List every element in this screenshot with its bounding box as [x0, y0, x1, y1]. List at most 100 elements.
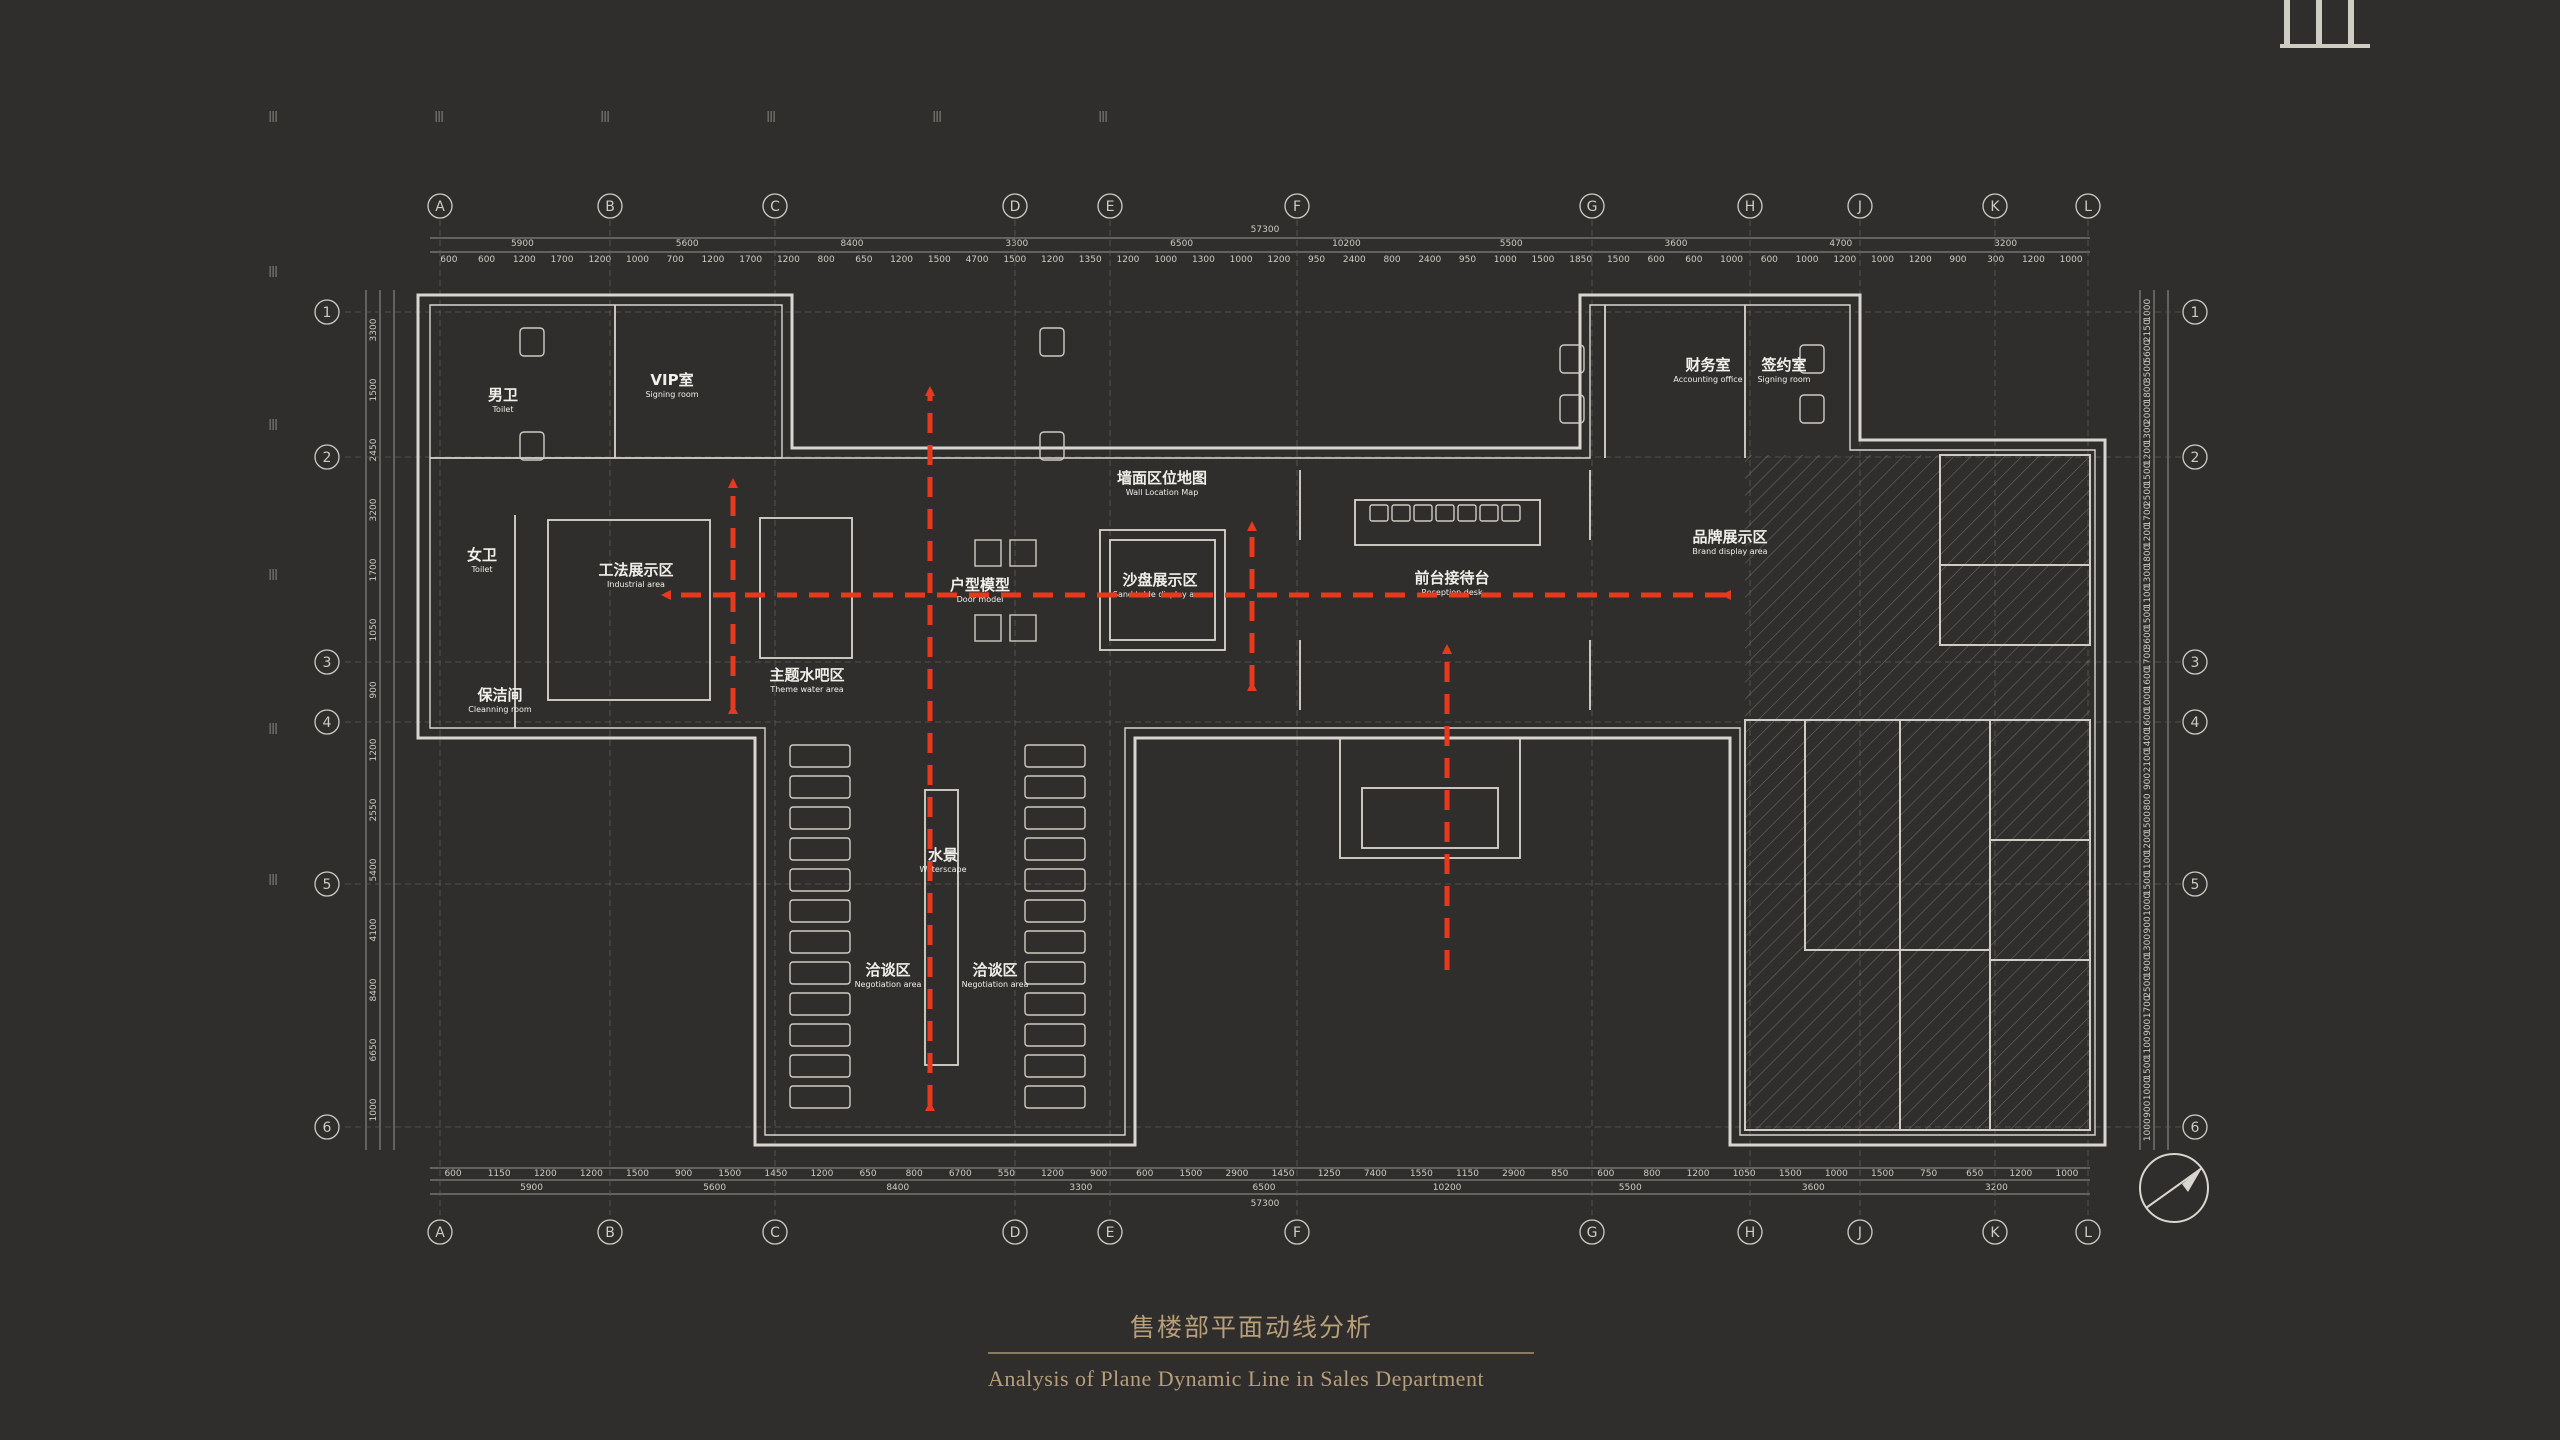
room-label-theme-water-area: 主题水吧区: [769, 666, 844, 684]
room-label-en-theme-water-area: Theme water area: [769, 685, 843, 694]
grid-bubble-row: [314, 299, 340, 325]
grid-bubble-label: 3: [2191, 655, 2200, 671]
dimension-detail-bottom: 550: [998, 1169, 1015, 1179]
dimension-detail-bottom: 750: [1920, 1169, 1937, 1179]
grid-bubble-column: [1002, 193, 1028, 219]
dimension-span-right: 1500: [2143, 1057, 2153, 1080]
dimension-detail-top: 1200: [588, 255, 611, 265]
dimension-detail-top: 1350: [1079, 255, 1102, 265]
grid-bubble-label: A: [435, 199, 445, 215]
grid-bubble-column: [1284, 1219, 1310, 1245]
service-zone-partitions: [1744, 454, 2091, 1131]
grid-bubble-label: D: [1010, 1225, 1021, 1241]
negotiation-seat: [1024, 930, 1086, 954]
grid-bubble-column: [1579, 193, 1605, 219]
dimension-span-left: 8400: [369, 978, 379, 1001]
dimension-span-right: 1300: [2143, 421, 2153, 444]
dimension-span-left: 900: [369, 681, 379, 698]
room-label-female-toilet: 女卫: [467, 546, 497, 564]
dimension-detail-bottom: 1500: [626, 1169, 649, 1179]
dimension-span-right: 1500: [2143, 462, 2153, 485]
dimension-span-right: 2100: [2143, 749, 2153, 772]
grid-bubble-column: [427, 193, 453, 219]
dimension-span-top: 5500: [1500, 239, 1523, 249]
grid-bubble-label: L: [2084, 1225, 2092, 1241]
room-label-waterscape: 水景: [928, 846, 958, 864]
dimension-detail-top: 1500: [928, 255, 951, 265]
grid-bubble-row: [2182, 709, 2208, 735]
dimension-detail-bottom: 1150: [488, 1169, 511, 1179]
dimension-detail-top: 2400: [1418, 255, 1441, 265]
dimension-detail-top: 1000: [1796, 255, 1819, 265]
dimension-detail-top: 650: [855, 255, 872, 265]
dimension-detail-bottom: 1500: [1871, 1169, 1894, 1179]
grid-bubble-column: [1982, 1219, 2008, 1245]
building-walls: [416, 293, 2107, 1147]
dimension-detail-bottom: 1500: [1779, 1169, 1802, 1179]
grid-bubble-column: [1737, 193, 1763, 219]
dimension-span-right: 1600: [2143, 708, 2153, 731]
dimension-detail-bottom: 1450: [1272, 1169, 1295, 1179]
dimension-span-right: 1100: [2143, 585, 2153, 608]
grid-bubble-label: H: [1745, 199, 1756, 215]
dimension-detail-top: 600: [1761, 255, 1778, 265]
dimension-detail-top: 900: [1949, 255, 1966, 265]
negotiation-seat: [789, 899, 851, 923]
bullet-mark: Ⅲ: [434, 108, 444, 126]
dimension-span-right: 3600: [2143, 626, 2153, 649]
fixture: [1559, 344, 1585, 374]
dimension-span-top: 4700: [1829, 239, 1852, 249]
grid-bubble-row: [2182, 1114, 2208, 1140]
dimension-detail-top: 1200: [1117, 255, 1140, 265]
dimension-span-right: 1200: [2143, 524, 2153, 547]
dimension-span-right: 800: [2143, 793, 2153, 810]
grid-bubble-label: C: [770, 1225, 780, 1241]
grid-bubble-label: D: [1010, 199, 1021, 215]
dimension-detail-top: 1000: [1230, 255, 1253, 265]
negotiation-seat: [789, 1085, 851, 1109]
dimension-span-bottom: 5500: [1619, 1183, 1642, 1193]
grid-bubble-label: K: [1990, 1225, 2000, 1241]
fixture: [1039, 431, 1065, 461]
dimension-detail-top: 1200: [2022, 255, 2045, 265]
fixture: [1799, 394, 1825, 424]
dimension-detail-bottom: 800: [906, 1169, 923, 1179]
grid-bubble-column: [1097, 193, 1123, 219]
grid-bubble-label: G: [1587, 199, 1598, 215]
dimension-span-left: 4100: [369, 918, 379, 941]
grid-bubble-label: C: [770, 199, 780, 215]
dimension-detail-bottom: 1500: [1179, 1169, 1202, 1179]
fixture: [1799, 344, 1825, 374]
dimension-span-bottom: 8400: [886, 1183, 909, 1193]
dimension-detail-bottom: 6700: [949, 1169, 972, 1179]
room-label-male-toilet: 男卫: [488, 386, 518, 404]
room-label-en-industrial-area: Industrial area: [607, 580, 665, 589]
negotiation-seat: [789, 837, 851, 861]
model-display: [974, 539, 1002, 567]
bullet-mark: Ⅲ: [268, 263, 278, 281]
dimension-detail-top: 1200: [890, 255, 913, 265]
logo-mark-icon: [2280, 0, 2370, 48]
negotiation-seat: [789, 775, 851, 799]
dimension-detail-top: 1700: [739, 255, 762, 265]
model-display: [1009, 539, 1037, 567]
negotiation-seat: [1024, 992, 1086, 1016]
grid-bubble-column: [1982, 193, 2008, 219]
dimension-detail-top: 1200: [1909, 255, 1932, 265]
dimension-span-right: 1700: [2143, 503, 2153, 526]
grid-bubble-row: [314, 649, 340, 675]
dimension-span-top: 3600: [1665, 239, 1688, 249]
dimension-span-right: 1200: [2143, 831, 2153, 854]
dimension-detail-top: 300: [1987, 255, 2004, 265]
grid-bubble-row: [2182, 299, 2208, 325]
sofa-seat: [1413, 504, 1433, 522]
grid-bubble-column: [1002, 1219, 1028, 1245]
dimension-span-left: 2450: [369, 438, 379, 461]
room-label-en-cleaning-room: Cleanning room: [468, 705, 532, 714]
negotiation-seat: [1024, 1054, 1086, 1078]
dimension-detail-top: 1000: [1720, 255, 1743, 265]
dimension-detail-top: 1700: [551, 255, 574, 265]
